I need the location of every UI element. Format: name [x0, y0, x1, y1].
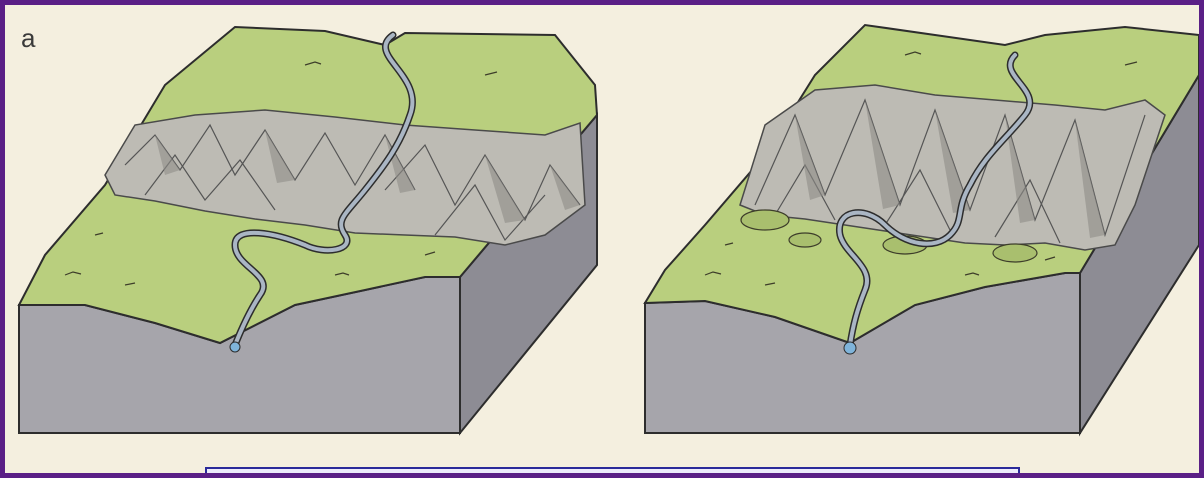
left-river-mouth — [230, 342, 240, 352]
caption-box — [205, 467, 1020, 478]
left-terrain-block — [19, 27, 597, 433]
right-river-mouth — [844, 342, 856, 354]
right-terrain-block — [645, 25, 1199, 433]
terrain-block-diagram — [5, 5, 1199, 473]
